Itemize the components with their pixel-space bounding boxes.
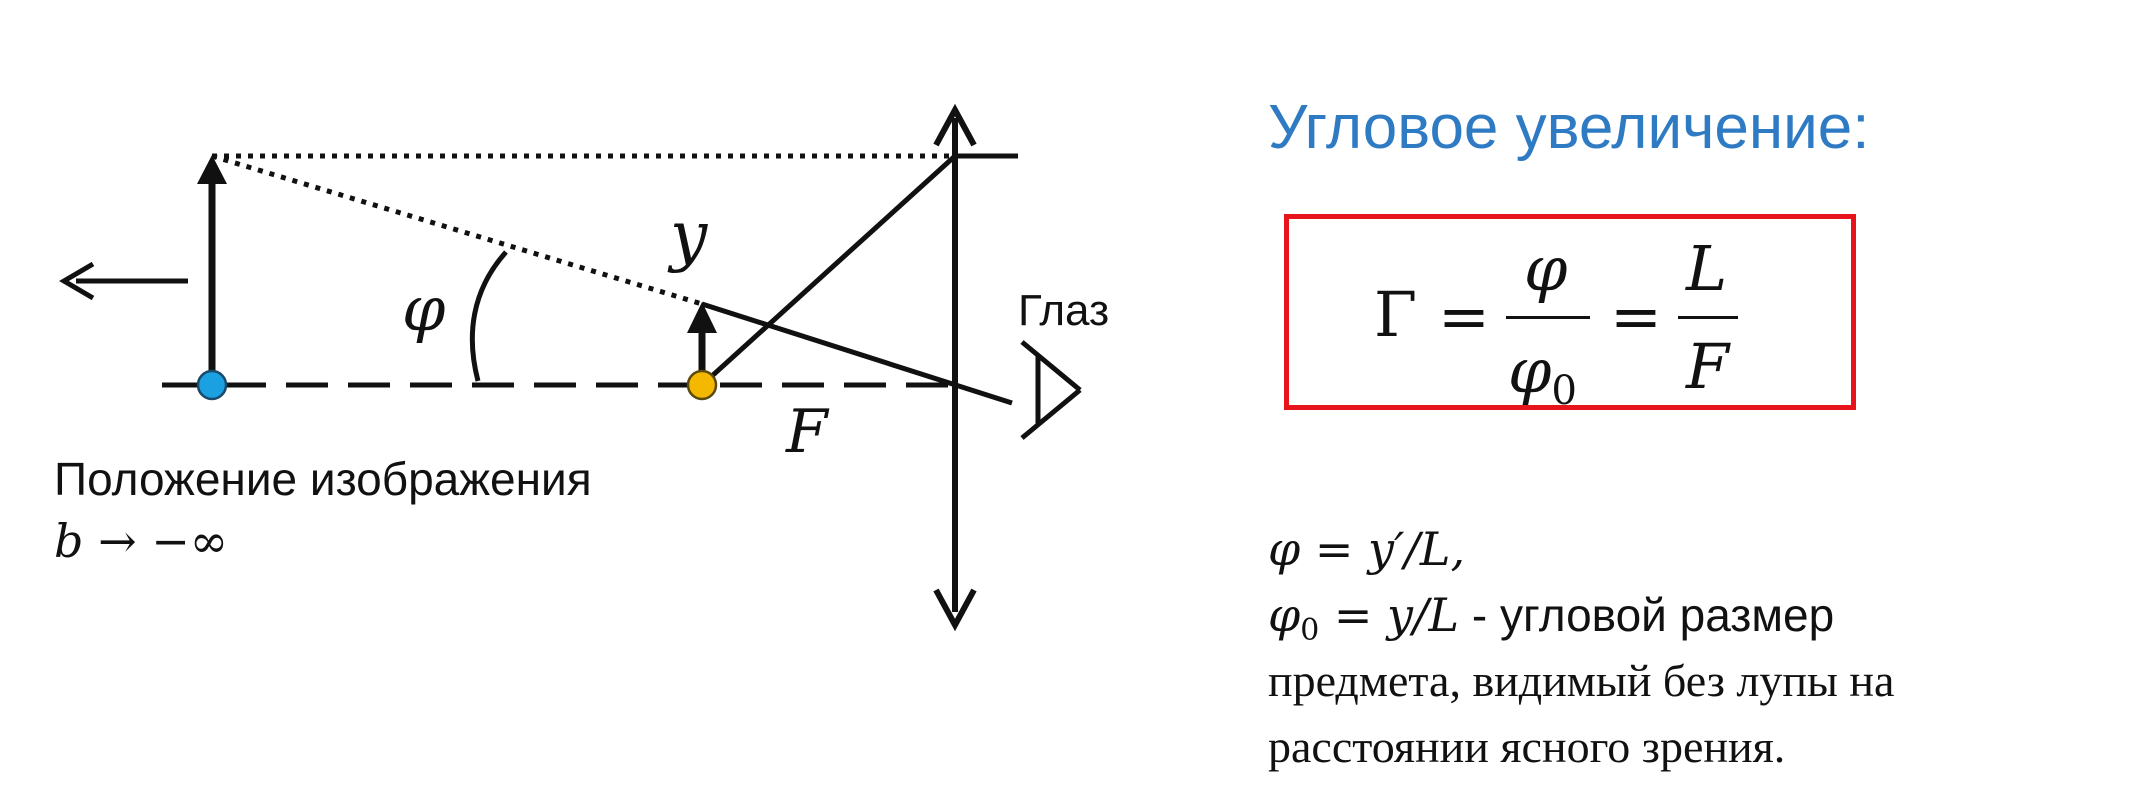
- direction-arrow-head: [59, 261, 95, 301]
- formula-box: [1284, 214, 1856, 410]
- formula-phi-numerator: φ: [1524, 232, 1568, 305]
- formula-phi0-denominator: φ0: [1508, 334, 1578, 415]
- description-line-1: φ = y′/L,: [1268, 522, 1465, 576]
- formula-equals-1: =: [1438, 280, 1490, 353]
- image-position-math: b → −∞: [54, 514, 228, 568]
- formula-fraction-line-1: [1506, 316, 1590, 319]
- formula-L-numerator: L: [1686, 232, 1728, 305]
- image-ray-dotted: [211, 153, 703, 307]
- phi0-definition: φ0 = y/L: [1268, 588, 1460, 648]
- object-arrow-head: [687, 302, 717, 333]
- b-symbol: b: [54, 514, 84, 568]
- central-ray: [701, 301, 1013, 406]
- description-line-3: предмета, видимый без лупы на: [1268, 655, 1895, 706]
- formula-phi0-subscript: 0: [1551, 367, 1578, 415]
- lens-icon: [933, 103, 977, 632]
- section-title: Угловое увеличение:: [1268, 93, 1870, 162]
- y-label: y: [667, 197, 708, 274]
- description-line-4: расстоянии ясного зрения.: [1268, 721, 1786, 772]
- focus-label: F: [785, 397, 830, 467]
- image-point: [196, 369, 228, 401]
- eye-label: Глаз: [1018, 286, 1109, 335]
- formula-F-denominator: F: [1686, 330, 1730, 403]
- phi-label: φ: [402, 272, 446, 345]
- description-line-2: φ0 = y/L - угловой размер: [1268, 588, 1834, 648]
- phi-definition: φ = y′/L,: [1268, 522, 1466, 576]
- eye-icon: [1020, 340, 1082, 440]
- focal-ray: [700, 154, 957, 387]
- formula-gamma: Γ: [1374, 278, 1418, 351]
- focus-point: [686, 369, 718, 401]
- formula-equals-2: =: [1610, 280, 1662, 353]
- image-arrow-head: [197, 155, 227, 184]
- phi0-description: - угловой размер: [1459, 589, 1835, 641]
- formula-fraction-line-2: [1678, 316, 1738, 319]
- angle-arc: [469, 250, 508, 382]
- image-position-caption: Положение изображения: [54, 453, 592, 505]
- limit-expression: → −∞: [83, 514, 229, 568]
